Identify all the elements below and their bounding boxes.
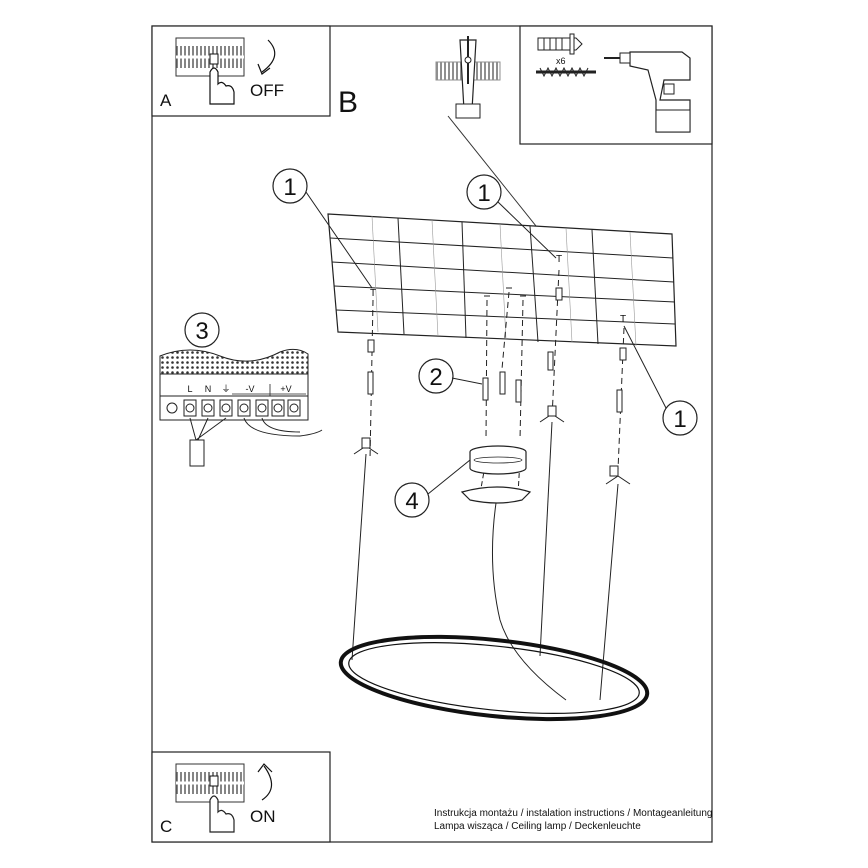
svg-text:T: T	[370, 288, 376, 299]
page-frame	[151, 25, 713, 843]
terminal-block: L N ⏚ -V +V	[159, 348, 323, 467]
drill-icon	[604, 51, 691, 133]
panel-c-letter: C	[160, 817, 172, 836]
footer-line-1: Instrukcja montażu / instalation instruc…	[434, 808, 713, 819]
panel-a-letter: A	[160, 91, 172, 110]
mounting-hardware	[353, 269, 631, 485]
svg-text:T: T	[556, 254, 562, 265]
panel-a: A OFF	[151, 25, 331, 117]
terminal-label-ground: ⏚	[221, 384, 230, 394]
ceiling-grid: T T T	[327, 213, 677, 347]
terminal-label-l: L	[187, 384, 192, 394]
anchor-detail	[435, 36, 501, 119]
panel-c: C ON	[151, 751, 331, 843]
svg-text:3: 3	[195, 318, 208, 345]
svg-text:4: 4	[405, 488, 418, 515]
breaker-switch-icon	[175, 763, 245, 803]
ring-luminaire	[338, 634, 650, 722]
screw-icon	[536, 66, 596, 78]
footer-line-2: Lampa wisząca / Ceiling lamp / Deckenleu…	[434, 821, 641, 832]
terminal-label-n: N	[205, 384, 212, 394]
arrow-up-icon	[261, 765, 273, 801]
callout-2: 2	[418, 358, 483, 394]
panel-a-switch-state: OFF	[250, 81, 284, 100]
wall-plug-icon	[537, 33, 583, 55]
svg-text:2: 2	[429, 364, 442, 391]
hand-icon	[209, 795, 235, 833]
svg-text:T: T	[620, 314, 626, 325]
svg-text:1: 1	[673, 406, 686, 433]
terminal-label-neg-v: -V	[246, 384, 255, 394]
anchor-qty: x6	[556, 56, 566, 66]
panel-b-letter: B	[338, 86, 358, 119]
svg-text:1: 1	[283, 174, 296, 201]
arrow-down-icon	[261, 39, 276, 73]
terminal-label-pos-v: +V	[280, 384, 291, 394]
panel-c-switch-state: ON	[250, 807, 276, 826]
canopy	[460, 445, 532, 504]
callout-1-top-right: 1	[466, 174, 557, 259]
hand-icon	[209, 67, 235, 105]
callout-3: 3	[184, 312, 220, 348]
callout-1-right: 1	[623, 325, 698, 436]
callout-1-top-left: 1	[272, 168, 373, 289]
tools-panel: x6	[519, 25, 713, 145]
svg-text:1: 1	[477, 180, 490, 207]
breaker-switch-icon	[175, 37, 245, 77]
callout-4: 4	[394, 459, 471, 518]
